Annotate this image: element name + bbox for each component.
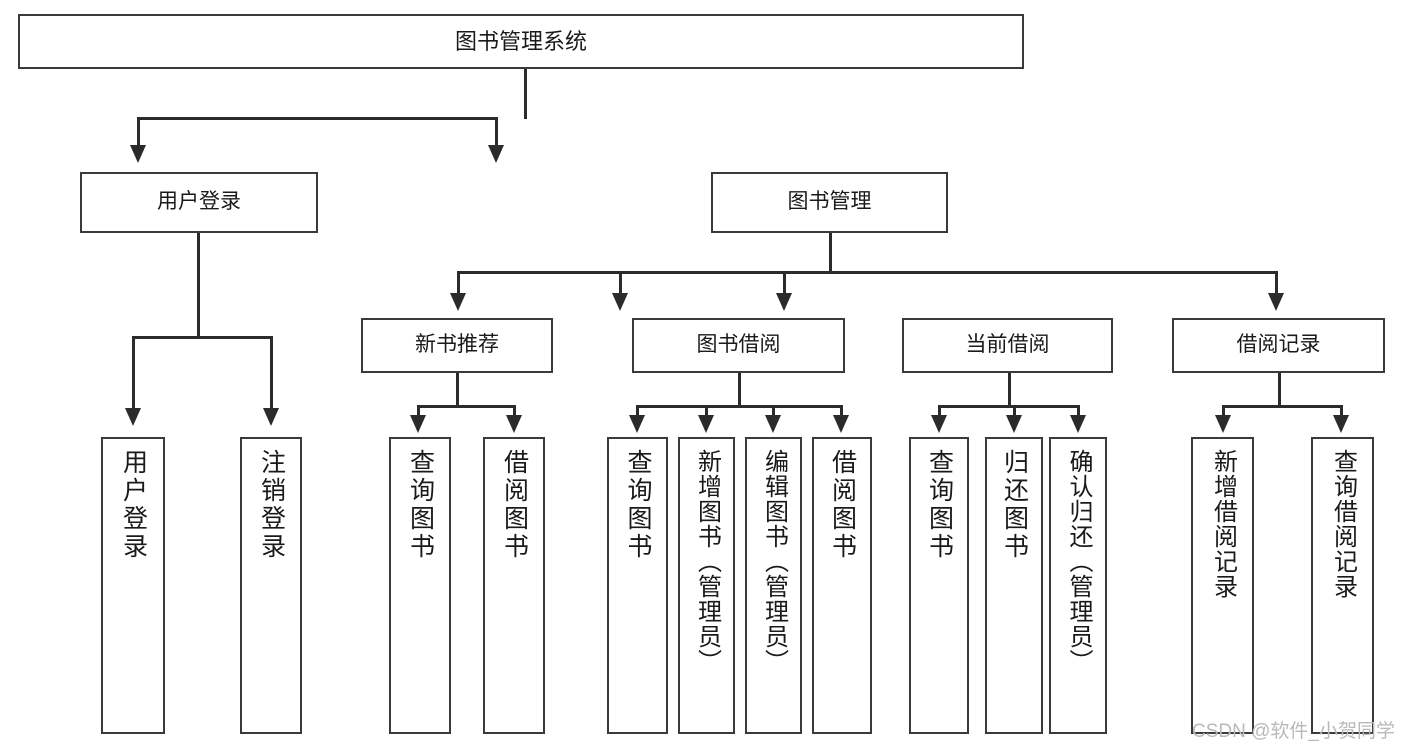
arrow-to-new-book-recommend: [450, 293, 466, 311]
arrow-to-leaf-query-book-3: [931, 415, 947, 433]
arrow-to-leaf-borrow-book-2: [833, 415, 849, 433]
edge-new-book-bus: [417, 405, 516, 408]
edge-current-borrow-drop-3: [1077, 405, 1080, 417]
edge-book-management-stem: [829, 233, 832, 273]
arrow-to-leaf-add-record: [1215, 415, 1231, 433]
edge-user-login-bus: [132, 336, 273, 339]
watermark-text: CSDN @软件_小贺同学: [1192, 721, 1395, 742]
node-label: 编辑图书（管理员）: [760, 449, 788, 674]
edge-user-login-drop-1: [132, 336, 135, 410]
arrow-to-leaf-confirm-return: [1070, 415, 1086, 433]
arrow-to-leaf-edit-book: [765, 415, 781, 433]
edge-borrow-record-drop-1: [1222, 405, 1225, 417]
edge-book-borrow-drop-2: [705, 405, 708, 417]
arrow-to-leaf-query-record: [1333, 415, 1349, 433]
node-label: 图书管理系统: [454, 28, 587, 54]
edge-borrow-record-drop-2: [1340, 405, 1343, 417]
node-label: 查询图书: [624, 449, 652, 561]
node-root-book-management-system[interactable]: 图书管理系统: [18, 14, 1024, 69]
node-leaf-query-book-2[interactable]: 查询图书: [607, 437, 668, 734]
node-label: 用户登录: [157, 190, 241, 214]
node-leaf-borrow-book-2[interactable]: 借阅图书: [812, 437, 872, 734]
edge-tier3-drop-2: [619, 271, 622, 295]
node-label: 图书借阅: [696, 333, 781, 357]
arrow-to-leaf-return-book: [1006, 415, 1022, 433]
arrow-to-leaf-query-book-1: [410, 415, 426, 433]
edge-book-borrow-stem: [738, 373, 741, 407]
node-leaf-query-book-1[interactable]: 查询图书: [389, 437, 451, 734]
node-leaf-confirm-return[interactable]: 确认归还（管理员）: [1049, 437, 1107, 734]
node-label: 当前借阅: [965, 333, 1050, 357]
node-label: 新书推荐: [415, 333, 499, 357]
arrow-to-leaf-borrow-book-1: [506, 415, 522, 433]
arrow-to-book-management: [488, 145, 504, 163]
node-label: 新增借阅记录: [1209, 449, 1237, 599]
node-leaf-user-login[interactable]: 用户登录: [101, 437, 165, 734]
node-label: 借阅图书: [500, 449, 529, 561]
edge-root-stem: [524, 69, 527, 119]
arrow-to-book-borrow: [612, 293, 628, 311]
node-label: 用户登录: [119, 449, 148, 561]
node-new-book-recommend[interactable]: 新书推荐: [361, 318, 553, 373]
node-label: 注销登录: [257, 449, 286, 561]
edge-new-book-drop-1: [417, 405, 420, 417]
node-label: 借阅图书: [828, 449, 857, 561]
edge-user-login-stem: [197, 233, 200, 337]
node-book-management[interactable]: 图书管理: [711, 172, 948, 233]
edge-book-borrow-bus: [636, 405, 842, 408]
node-borrow-record[interactable]: 借阅记录: [1172, 318, 1385, 373]
node-book-borrow[interactable]: 图书借阅: [632, 318, 845, 373]
edge-tier2-drop-2: [495, 117, 498, 147]
edge-current-borrow-stem: [1008, 373, 1011, 407]
node-label: 查询图书: [406, 449, 435, 561]
node-leaf-return-book[interactable]: 归还图书: [985, 437, 1043, 734]
node-leaf-logout[interactable]: 注销登录: [240, 437, 302, 734]
arrow-to-leaf-user-login: [125, 408, 141, 426]
node-leaf-edit-book[interactable]: 编辑图书（管理员）: [745, 437, 802, 734]
edge-borrow-record-bus: [1222, 405, 1343, 408]
arrow-to-current-borrow: [776, 293, 792, 311]
arrow-to-leaf-query-book-2: [629, 415, 645, 433]
node-leaf-query-record[interactable]: 查询借阅记录: [1311, 437, 1374, 734]
node-label: 借阅记录: [1236, 333, 1321, 357]
arrow-to-leaf-logout: [263, 408, 279, 426]
node-current-borrow[interactable]: 当前借阅: [902, 318, 1113, 373]
edge-current-borrow-drop-2: [1013, 405, 1016, 417]
node-label: 确认归还（管理员）: [1065, 449, 1092, 674]
node-leaf-add-book[interactable]: 新增图书（管理员）: [678, 437, 735, 734]
node-leaf-query-book-3[interactable]: 查询图书: [909, 437, 969, 734]
edge-tier3-drop-4: [1275, 271, 1278, 295]
node-label: 图书管理: [787, 190, 872, 214]
edge-tier3-bus: [457, 271, 1278, 274]
arrow-to-user-login: [130, 145, 146, 163]
node-user-login[interactable]: 用户登录: [80, 172, 318, 233]
node-leaf-borrow-book-1[interactable]: 借阅图书: [483, 437, 545, 734]
edge-tier2-bus: [137, 117, 498, 120]
node-label: 查询借阅记录: [1329, 449, 1357, 599]
node-label: 查询图书: [925, 449, 954, 561]
arrow-to-leaf-add-book: [698, 415, 714, 433]
edge-current-borrow-bus: [938, 405, 1078, 408]
edge-tier2-drop-1: [137, 117, 140, 147]
edge-new-book-drop-2: [513, 405, 516, 417]
edge-tier3-drop-3: [783, 271, 786, 295]
node-label: 归还图书: [1000, 449, 1029, 561]
edge-current-borrow-drop-1: [938, 405, 941, 417]
edge-book-borrow-drop-1: [636, 405, 639, 417]
edge-new-book-stem: [456, 373, 459, 407]
node-label: 新增图书（管理员）: [693, 449, 721, 674]
edge-borrow-record-stem: [1278, 373, 1281, 407]
arrow-to-borrow-record: [1268, 293, 1284, 311]
edge-book-borrow-drop-3: [772, 405, 775, 417]
edge-user-login-drop-2: [270, 336, 273, 410]
edge-book-borrow-drop-4: [840, 405, 843, 417]
node-leaf-add-record[interactable]: 新增借阅记录: [1191, 437, 1254, 734]
edge-tier3-drop-1: [457, 271, 460, 295]
